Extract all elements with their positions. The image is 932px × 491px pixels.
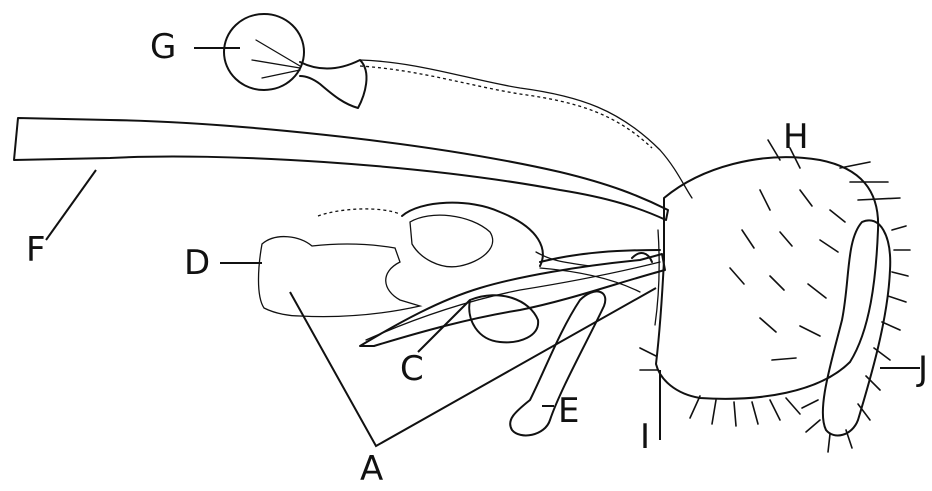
- label-d: D: [184, 246, 210, 280]
- label-c: C: [400, 352, 424, 386]
- label-f: F: [26, 233, 46, 267]
- label-j: J: [918, 352, 928, 386]
- leader-lines: [46, 48, 920, 446]
- label-g: G: [150, 30, 176, 64]
- structure-h-plate: [640, 140, 900, 426]
- structure-f-rod: [14, 118, 668, 220]
- structure-j-lobe: [802, 220, 910, 452]
- leader-c: [418, 300, 470, 352]
- structure-g-bulb: [224, 14, 692, 198]
- label-a: A: [360, 452, 383, 486]
- label-e: E: [558, 394, 579, 428]
- label-h: H: [783, 120, 809, 154]
- leader-f: [46, 170, 96, 240]
- structure-central-organ: [259, 203, 666, 436]
- label-i: I: [640, 420, 650, 454]
